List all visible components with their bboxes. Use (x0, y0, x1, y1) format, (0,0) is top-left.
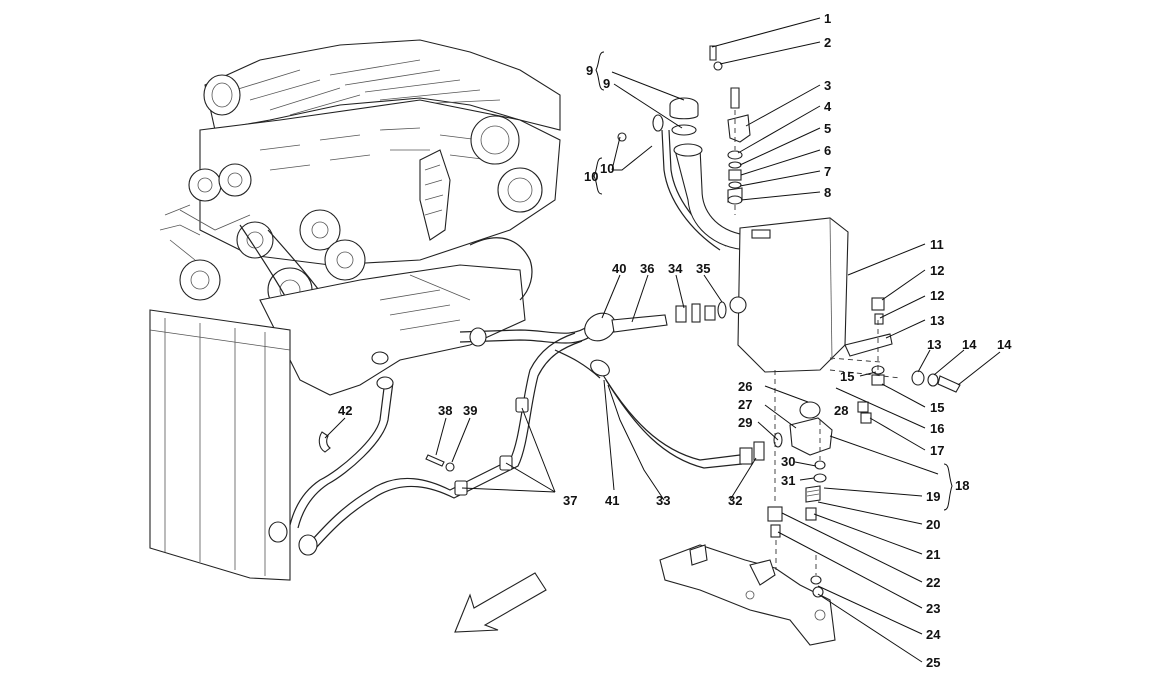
callout-30: 31 (781, 473, 795, 488)
leader-lines (324, 17, 1001, 663)
callout-4: 10 (584, 169, 598, 184)
callout-26: 27 (738, 397, 752, 412)
callout-28: 28 (834, 403, 848, 418)
callout-9a: 4 (824, 99, 832, 114)
callout-7: 1 (824, 11, 831, 26)
callout-35: 35 (696, 261, 710, 276)
callout-22: 18 (955, 478, 969, 493)
callout-14b: 25 (926, 655, 940, 670)
callout-15b: 24 (926, 627, 941, 642)
engine-block-illustration (159, 39, 561, 396)
arrow-front-direction-icon (454, 572, 547, 633)
callout-25: 20 (926, 517, 940, 532)
callout-34: 34 (668, 261, 683, 276)
callout-19: 13 (927, 337, 941, 352)
callout-32: 29 (738, 415, 752, 430)
callout-1: 11 (930, 237, 944, 252)
callout-27: 26 (738, 379, 752, 394)
callout-18: 14 (962, 337, 977, 352)
callout-21: 16 (930, 421, 944, 436)
callout-12a: 12 (930, 263, 944, 278)
callout-14a: 15 (930, 400, 944, 415)
hose-fittings (268, 301, 783, 556)
oil-hoses (289, 129, 743, 549)
callout-8: 2 (824, 35, 831, 50)
callout-5: 10 (600, 161, 614, 176)
callout-29: 30 (781, 454, 795, 469)
callout-31: 32 (728, 493, 742, 508)
callout-11: 6 (824, 143, 831, 158)
callout-20: 17 (930, 443, 944, 458)
callout-2: 9 (586, 63, 593, 78)
callout-42: 42 (338, 403, 352, 418)
callout-38: 38 (438, 403, 452, 418)
callout-3: 9 (603, 76, 610, 91)
callout-37: 37 (563, 493, 577, 508)
oil-tank-assembly (617, 45, 961, 646)
callout-6: 3 (824, 78, 831, 93)
callout-33: 33 (656, 493, 670, 508)
callout-13b: 23 (926, 601, 940, 616)
callout-40: 40 (612, 261, 626, 276)
callout-24: 21 (926, 547, 940, 562)
group-brackets (593, 51, 953, 511)
oil-cooler-radiator-illustration (149, 309, 291, 581)
callout-16: 13 (930, 313, 944, 328)
callout-41: 41 (605, 493, 619, 508)
callout-10a: 5 (824, 121, 831, 136)
callout-10b: 7 (824, 164, 831, 179)
callout-13a: 12 (930, 288, 944, 303)
callout-23: 19 (926, 489, 940, 504)
callout-17: 14 (997, 337, 1012, 352)
callout-15a: 15 (840, 369, 854, 384)
callout-36: 36 (640, 261, 654, 276)
callout-labels: 1 2 3 4 5 6 7 8 9 9 10 10 11 12 12 13 13… (338, 11, 1012, 670)
callout-12b: 22 (926, 575, 940, 590)
callout-9b: 8 (824, 185, 831, 200)
callout-39: 39 (463, 403, 477, 418)
